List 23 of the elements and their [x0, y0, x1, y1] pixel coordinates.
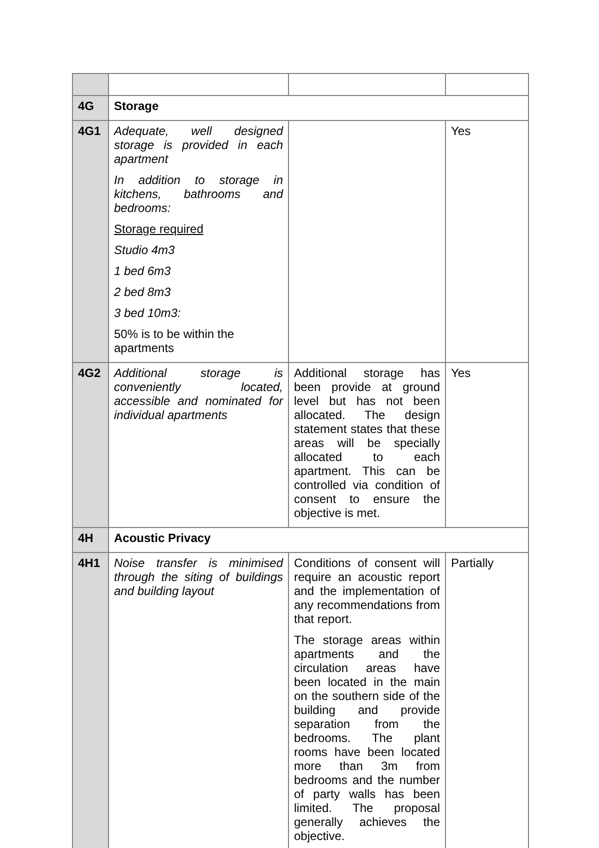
row-code: 4G [72, 96, 108, 120]
storage-requirement: 3 bed 10m3: [114, 306, 182, 320]
criterion-note: 50% is to be within the apartments [114, 327, 236, 355]
compliance-status: Partially [451, 556, 495, 570]
assessment-comment: The storage areas within apartments and the circulation areas have been located in the main on the southern side of the building and provide separation from the bedrooms. The plant rooms have been located more than 3m from bedrooms and the number of party walls has been limited. The proposal generally achieves the objective. [294, 633, 440, 843]
criterion-text: In addition to storage in kitchens, bathrooms and bedrooms: [114, 173, 283, 215]
criterion-text: Noise transfer is minimised through the siting of buildings and building layout [114, 556, 283, 598]
criterion-text: Adequate, well designed storage is provided in each apartment [114, 124, 283, 166]
row-code: 4H1 [72, 552, 108, 848]
storage-requirement: Studio 4m3 [114, 243, 176, 257]
assessment-comment: Conditions of consent will require an acoustic report and the implementation of any recommendations from that report. [294, 556, 440, 626]
row-code: 4G1 [72, 120, 108, 362]
criterion-text: Additional storage is conveniently located, accessible and nominated for individual apartments [114, 366, 283, 422]
compliance-status: Yes [451, 366, 472, 380]
assessment-comment: Additional storage has been provide at ground level but has not been allocated. The design statement states that these areas will be specially allocated to each apartment. This can be controlled via condition of consent to ensure the objective is met. [294, 366, 440, 520]
storage-requirement: 2 bed 8m3 [114, 285, 172, 299]
compliance-status: Yes [451, 124, 472, 138]
section-heading: Acoustic Privacy [114, 531, 212, 545]
storage-requirement: 1 bed 6m3 [114, 264, 172, 278]
subheading: Storage required [114, 222, 204, 236]
row-code: 4H [72, 528, 108, 552]
row-code: 4G2 [72, 362, 108, 528]
section-heading: Storage [114, 99, 160, 113]
